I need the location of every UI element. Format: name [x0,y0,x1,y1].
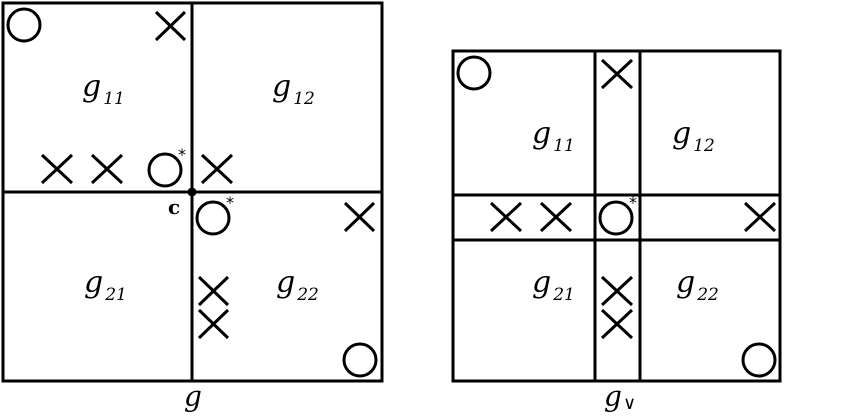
left-star-bottom: * [226,193,234,212]
circle-marker [6,7,42,43]
circle-marker [147,152,183,188]
circle-marker [598,200,634,236]
circle-marker [456,55,492,91]
cross-marker [600,275,634,307]
circle-marker [195,200,231,236]
cross-marker [197,275,230,307]
cross-marker [743,201,777,233]
cross-marker [40,153,74,185]
cross-marker [200,153,234,185]
cross-marker [600,58,634,90]
circle-marker [741,342,777,378]
cross-marker [489,201,523,233]
right-caption: g∨ [604,380,636,414]
left-star-top: * [178,145,186,164]
center-point-dot [187,187,197,197]
cross-marker [600,308,634,340]
cross-marker [343,201,376,233]
circle-marker [342,342,378,378]
cross-marker [539,201,573,233]
cross-marker [197,308,230,340]
left-caption: g [184,380,202,413]
right-star: * [629,193,637,212]
right-outer-rect [451,49,782,383]
center-point-label: c [168,195,180,219]
cross-marker [90,153,124,185]
cross-marker [154,10,187,42]
